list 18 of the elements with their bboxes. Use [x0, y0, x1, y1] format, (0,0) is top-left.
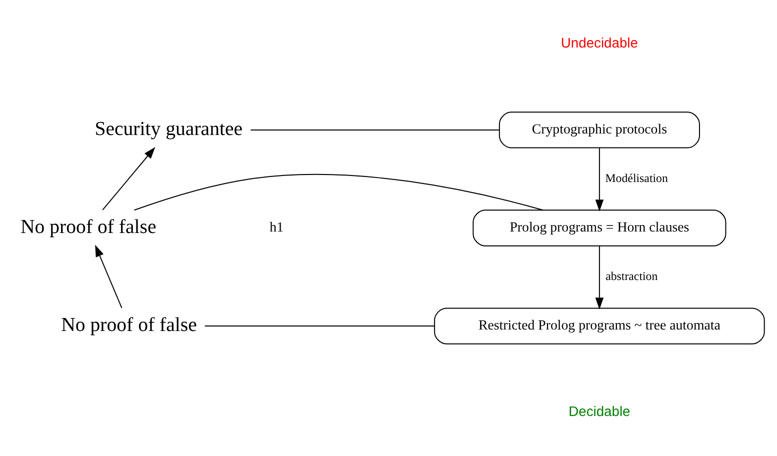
arrow [95, 244, 122, 309]
connector [134, 174, 544, 211]
node-box: Cryptographic protocols [498, 112, 700, 148]
edge-label: abstraction [606, 269, 658, 284]
node-text: Security guarantee [94, 118, 243, 140]
node-text: No proof of false [20, 216, 156, 238]
node-text: No proof of false [61, 314, 197, 336]
edge-label: Modélisation [605, 171, 668, 186]
arrow [595, 246, 604, 310]
node-box: Prolog programs = Horn clauses [472, 210, 726, 246]
arrow [595, 148, 604, 212]
arrow [102, 146, 156, 210]
node-box: Restricted Prolog programs ~ tree automata [434, 308, 765, 344]
connector [204, 326, 435, 327]
label: Undecidable [560, 34, 638, 50]
label: h1 [270, 220, 284, 235]
label: Decidable [568, 402, 630, 419]
connector [250, 129, 500, 130]
